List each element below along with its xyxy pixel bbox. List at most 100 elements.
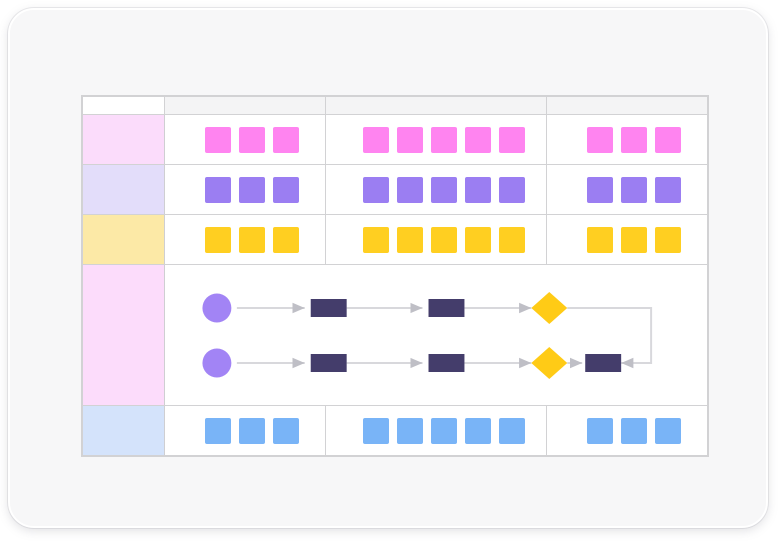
chip-group <box>326 226 546 253</box>
table-row-flow <box>82 264 708 406</box>
flow-svg <box>202 292 653 379</box>
chip[interactable] <box>273 176 299 203</box>
chip[interactable] <box>655 176 681 203</box>
flow-node-decision-bottom[interactable] <box>531 347 568 379</box>
row-swatch-blue[interactable] <box>82 405 165 456</box>
device-screen <box>10 10 766 526</box>
chip[interactable] <box>431 126 457 153</box>
row-pink-group-a <box>164 114 326 165</box>
chip[interactable] <box>363 417 389 444</box>
device-frame <box>8 8 768 528</box>
chip[interactable] <box>621 176 647 203</box>
header-cell-group-a[interactable] <box>164 96 326 115</box>
chip-group <box>165 126 325 153</box>
table-row <box>82 114 708 165</box>
row-lavender-group-b <box>325 164 547 215</box>
row-blue-group-a <box>164 405 326 456</box>
chip[interactable] <box>655 226 681 253</box>
chip[interactable] <box>655 417 681 444</box>
chip-group <box>547 176 707 203</box>
flow-node-task-top-2[interactable] <box>428 299 465 317</box>
chip[interactable] <box>587 226 613 253</box>
chip[interactable] <box>499 176 525 203</box>
table-header-row <box>82 96 708 115</box>
chip[interactable] <box>587 126 613 153</box>
chip[interactable] <box>397 176 423 203</box>
row-yellow-group-a <box>164 214 326 265</box>
chip-group <box>165 176 325 203</box>
chip-group <box>326 126 546 153</box>
chip[interactable] <box>465 126 491 153</box>
chip-group <box>547 417 707 444</box>
row-swatch-yellow[interactable] <box>82 214 165 265</box>
row-yellow-group-c <box>546 214 708 265</box>
flow-node-decision-top[interactable] <box>531 292 568 324</box>
row-pink-group-c <box>546 114 708 165</box>
chip[interactable] <box>205 417 231 444</box>
flow-node-task-bottom-1[interactable] <box>310 354 347 372</box>
flow-node-task-bottom-2[interactable] <box>428 354 465 372</box>
chip[interactable] <box>621 126 647 153</box>
row-swatch-lavender[interactable] <box>82 164 165 215</box>
flow-connectors <box>236 302 653 369</box>
row-swatch-pink[interactable] <box>82 114 165 165</box>
chip[interactable] <box>363 176 389 203</box>
header-cell-group-c[interactable] <box>546 96 708 115</box>
flow-node-start-bottom[interactable] <box>202 348 232 378</box>
chip[interactable] <box>655 126 681 153</box>
table-bottom-divider <box>82 455 707 456</box>
chip[interactable] <box>465 226 491 253</box>
connector-elbow-feedback <box>567 307 653 369</box>
row-swatch-flow[interactable] <box>82 264 165 406</box>
table-row <box>82 164 708 215</box>
chip[interactable] <box>465 417 491 444</box>
row-blue-group-b <box>325 405 547 456</box>
chip-group <box>547 226 707 253</box>
chip[interactable] <box>431 417 457 444</box>
chip[interactable] <box>205 176 231 203</box>
flow-node-task-top-1[interactable] <box>310 299 347 317</box>
chip[interactable] <box>273 226 299 253</box>
chip[interactable] <box>239 126 265 153</box>
table-row <box>82 405 708 456</box>
chip[interactable] <box>363 226 389 253</box>
process-flow-diagram <box>165 265 707 405</box>
header-cell-blank <box>82 96 165 115</box>
chip[interactable] <box>397 126 423 153</box>
chip[interactable] <box>499 126 525 153</box>
chip[interactable] <box>465 176 491 203</box>
flow-node-task-bottom-3[interactable] <box>585 354 622 372</box>
row-yellow-group-b <box>325 214 547 265</box>
chip[interactable] <box>431 226 457 253</box>
chip[interactable] <box>499 226 525 253</box>
chip[interactable] <box>499 417 525 444</box>
chip-group <box>326 417 546 444</box>
flow-node-start-top[interactable] <box>202 293 232 323</box>
chip[interactable] <box>239 176 265 203</box>
chip[interactable] <box>587 176 613 203</box>
header-cell-group-b[interactable] <box>325 96 547 115</box>
skeleton-data-table <box>82 96 708 456</box>
chip[interactable] <box>273 126 299 153</box>
chip[interactable] <box>273 417 299 444</box>
chip[interactable] <box>621 417 647 444</box>
chip[interactable] <box>205 226 231 253</box>
chip-group <box>165 226 325 253</box>
chip[interactable] <box>397 417 423 444</box>
row-blue-group-c <box>546 405 708 456</box>
chip[interactable] <box>239 417 265 444</box>
row-lavender-group-c <box>546 164 708 215</box>
chip-group <box>165 417 325 444</box>
chip-group <box>547 126 707 153</box>
chip[interactable] <box>239 226 265 253</box>
chip[interactable] <box>397 226 423 253</box>
chip[interactable] <box>205 126 231 153</box>
chip[interactable] <box>431 176 457 203</box>
table-row <box>82 214 708 265</box>
chip[interactable] <box>587 417 613 444</box>
flow-diagram-cell <box>164 264 708 406</box>
row-pink-group-b <box>325 114 547 165</box>
chip-group <box>326 176 546 203</box>
chip[interactable] <box>363 126 389 153</box>
chip[interactable] <box>621 226 647 253</box>
